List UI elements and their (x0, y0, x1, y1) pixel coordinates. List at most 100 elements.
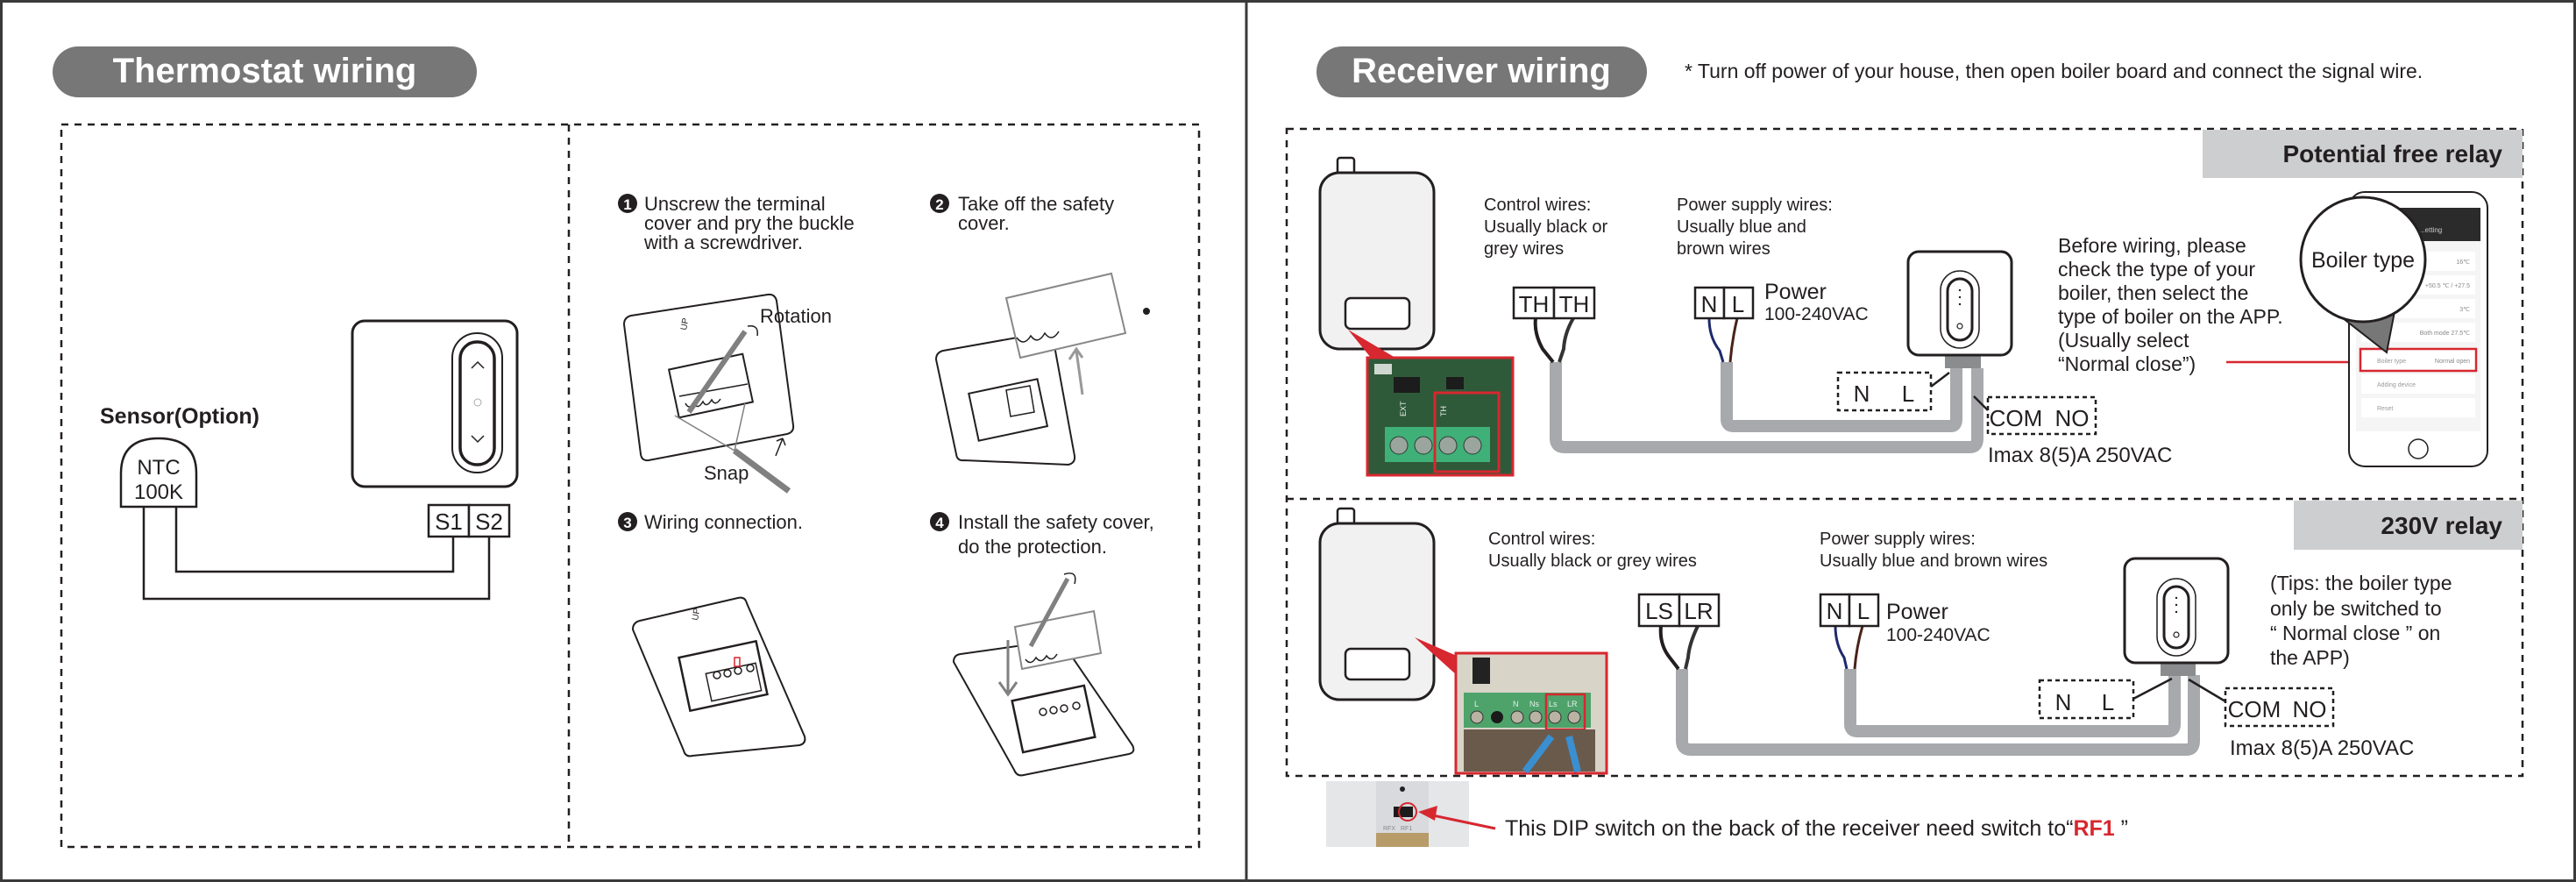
power-cable (1844, 669, 2181, 737)
svg-text:UP: UP (691, 608, 702, 622)
svg-text:COM: COM (1990, 405, 2043, 431)
svg-text:3℃: 3℃ (2459, 307, 2470, 313)
svg-text:N: N (1513, 700, 1519, 708)
down-arrow-icon (471, 435, 485, 444)
step-3-illustration: UP (631, 596, 806, 758)
neutral-wire (1834, 625, 1849, 670)
dip-switch-instruction: This DIP switch on the back of the recei… (1505, 816, 2128, 841)
svg-text:Adding device: Adding device (2377, 382, 2416, 388)
potential-free-relay-section: Potential free relay EXT (1318, 130, 2523, 477)
control-wires-note: Control wires: Usually black or grey wir… (1484, 196, 1613, 259)
relay-230v-section: 230V relay L (1318, 501, 2523, 775)
rf1-highlight: RF1 (2073, 816, 2114, 841)
power-icon (473, 398, 482, 407)
sensor-wire-s1 (174, 507, 455, 573)
svg-text:Ns: Ns (1529, 700, 1539, 708)
control-cable (1676, 669, 2200, 756)
receiver-wiring-section: Receiver wiring * Turn off power of your… (1285, 46, 2524, 847)
control-terminal-block: TH TH (1512, 286, 1596, 320)
section-label-bg (2294, 501, 2523, 550)
relay-230v-label: 230V relay (2381, 512, 2502, 539)
potential-free-relay-label: Potential free relay (2282, 140, 2502, 167)
step-number-badge (618, 194, 637, 213)
receiver-device (2123, 557, 2230, 665)
receiver-title: Receiver wiring (1352, 52, 1611, 90)
power-wires-note: Power supply wires: Usually blue and bro… (1677, 196, 1837, 259)
thermostat-title: Thermostat wiring (113, 52, 417, 90)
supply-terminal-label (1836, 371, 1933, 412)
ntc-sensor: NTC 100K (119, 437, 198, 509)
step-4: 4 Install the safety cover, do the prote… (930, 511, 1160, 777)
step-1: 1 Unscrew the terminal cover and pry the… (618, 193, 860, 494)
thermostat-title-pill (53, 46, 477, 97)
svg-text:N: N (1827, 598, 1843, 624)
svg-text:...etting: ...etting (2419, 226, 2442, 234)
live-wire (1728, 317, 1739, 363)
svg-text:Wiring connection.: Wiring connection. (644, 511, 803, 533)
svg-text:TH: TH (1439, 406, 1448, 416)
svg-text:Reset: Reset (2377, 406, 2393, 412)
sensor-wire-s2 (142, 507, 491, 601)
svg-text:100K: 100K (134, 480, 183, 504)
svg-text:Unscrew the terminal c: Unscrew the terminal cover and pry the b… (643, 193, 860, 253)
svg-text:Take off the safety co: Take off the safety cover. (958, 193, 1119, 234)
power-cable (1721, 362, 1962, 432)
dip-switch-note: RFX RF1 This DIP switch on the back of t… (1326, 781, 2128, 847)
svg-text:NO: NO (2293, 696, 2327, 722)
section-label-bg (2203, 130, 2523, 178)
sensor-label: Sensor(Option) (100, 404, 259, 429)
safety-note: * Turn off power of your house, then ope… (1685, 60, 2423, 82)
svg-text:RFX: RFX (1383, 826, 1395, 832)
control-cable (1550, 362, 1983, 453)
svg-text:Install the safety cover,: Install the safety cover, do the protect… (958, 511, 1160, 558)
svg-text:TH: TH (1519, 291, 1550, 317)
control-wire-1 (1658, 625, 1680, 671)
step-2: 2 Take off the safety cover. (930, 193, 1150, 466)
svg-text:3: 3 (623, 515, 631, 531)
power-terminal-block: N L (1693, 286, 1755, 320)
svg-text:1: 1 (623, 196, 631, 213)
boiler-pcb-photo: EXT TH (1366, 356, 1515, 477)
svg-text:NO: NO (2055, 405, 2090, 431)
receiver-title-pill (1316, 46, 1647, 97)
svg-text:+50.5 ℃ / +27.5: +50.5 ℃ / +27.5 (2425, 283, 2470, 289)
relay-terminal-label (1986, 395, 2097, 436)
boiler-type-callout: Boiler type (2299, 196, 2427, 354)
supply-terminal-label (2038, 679, 2135, 720)
boiler-type-instruction: Before wiring, please check the type of … (2058, 234, 2289, 375)
pointer-arrow (1348, 330, 1395, 358)
sensor-terminal-block: S1 S2 (427, 503, 511, 538)
svg-text:EXT: EXT (1399, 401, 1408, 416)
control-wires-note: Control wires: Usually black or grey wir… (1488, 530, 1697, 571)
up-arrow-icon (471, 360, 485, 369)
thermostat-wiring-section: Thermostat wiring Sensor(Option) NTC 100… (53, 46, 1201, 849)
dip-switch-photo: RFX RF1 (1326, 781, 1469, 847)
receiver-panel (1285, 127, 2524, 778)
svg-text:Boiler type: Boiler type (2377, 359, 2406, 365)
power-voltage: 100-240VAC (1764, 304, 1869, 324)
power-label: Power (1764, 280, 1827, 304)
step-number-badge (930, 512, 949, 531)
svg-text:16℃: 16℃ (2456, 260, 2470, 266)
power-terminal-block: N L (1819, 593, 1880, 628)
step-2-illustration (934, 272, 1150, 466)
svg-text:UP: UP (679, 317, 691, 331)
step-4-illustration (952, 573, 1135, 777)
receiver-cable-stub (1945, 355, 1981, 368)
boiler-terminal-photo: L N Ns Ls LR (1454, 651, 1608, 775)
live-wire (1853, 625, 1864, 670)
pointer-arrow (1415, 637, 1457, 675)
boiler-icon (1318, 507, 1436, 701)
step-3: 3 Wiring connection. UP (618, 511, 806, 758)
svg-text:Both mode 27.5℃: Both mode 27.5℃ (2420, 331, 2470, 337)
step-number-badge (618, 512, 637, 531)
svg-text:NTC: NTC (137, 456, 180, 480)
power-label: Power (1886, 600, 1948, 624)
step-number-badge (930, 194, 949, 213)
relay-rating: Imax 8(5)A 250VAC (1988, 444, 2172, 467)
svg-text:N: N (1854, 381, 1870, 407)
thermostat-panel (60, 123, 1201, 849)
boiler-type-row (2359, 347, 2478, 373)
svg-text:LR: LR (1567, 700, 1578, 708)
svg-text:Ls: Ls (1549, 700, 1558, 708)
